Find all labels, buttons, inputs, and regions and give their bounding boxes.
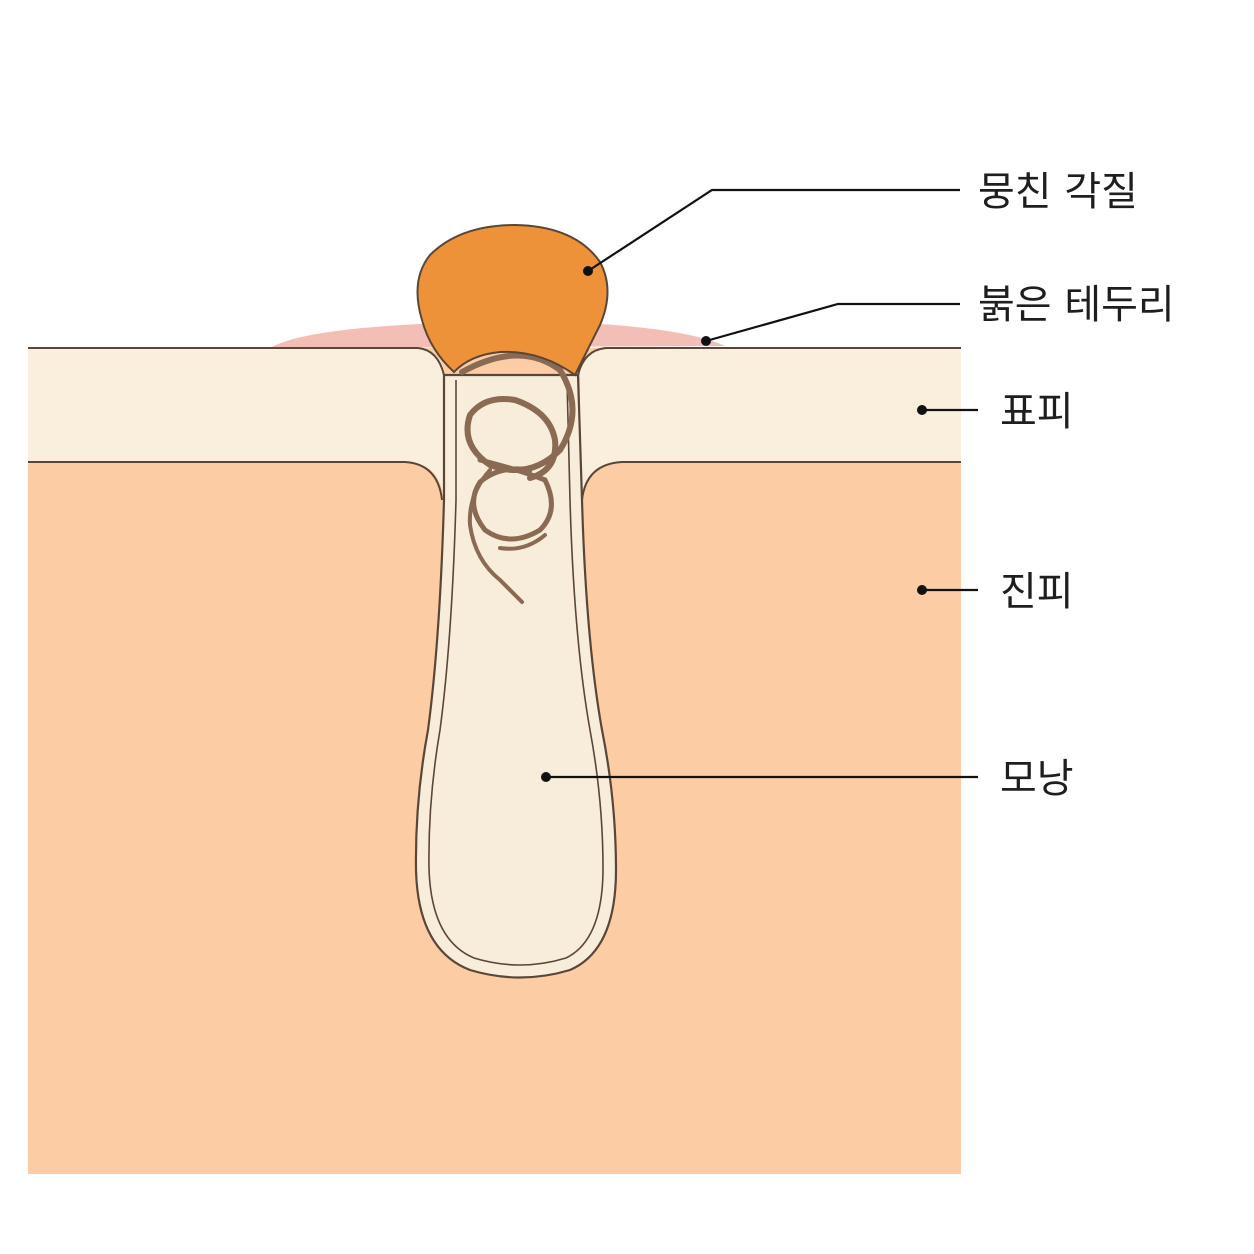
dermis-boundary-left bbox=[28, 461, 443, 501]
follicle-outer bbox=[414, 373, 618, 979]
plug-leader-line bbox=[587, 188, 960, 272]
curled-hair bbox=[459, 352, 576, 604]
follicle-inner bbox=[428, 379, 604, 966]
label-epidermis: 표피 bbox=[1000, 389, 1074, 435]
dermis-boundary-right bbox=[581, 461, 961, 501]
label-dermis: 진피 bbox=[1000, 569, 1074, 615]
label-follicle: 모낭 bbox=[1000, 756, 1074, 802]
label-red-rim: 붉은 테두리 bbox=[978, 282, 1175, 328]
red-rim-leader-line bbox=[705, 302, 960, 343]
label-plug: 뭉친 각질 bbox=[978, 169, 1138, 215]
keratin-plug bbox=[416, 223, 609, 377]
